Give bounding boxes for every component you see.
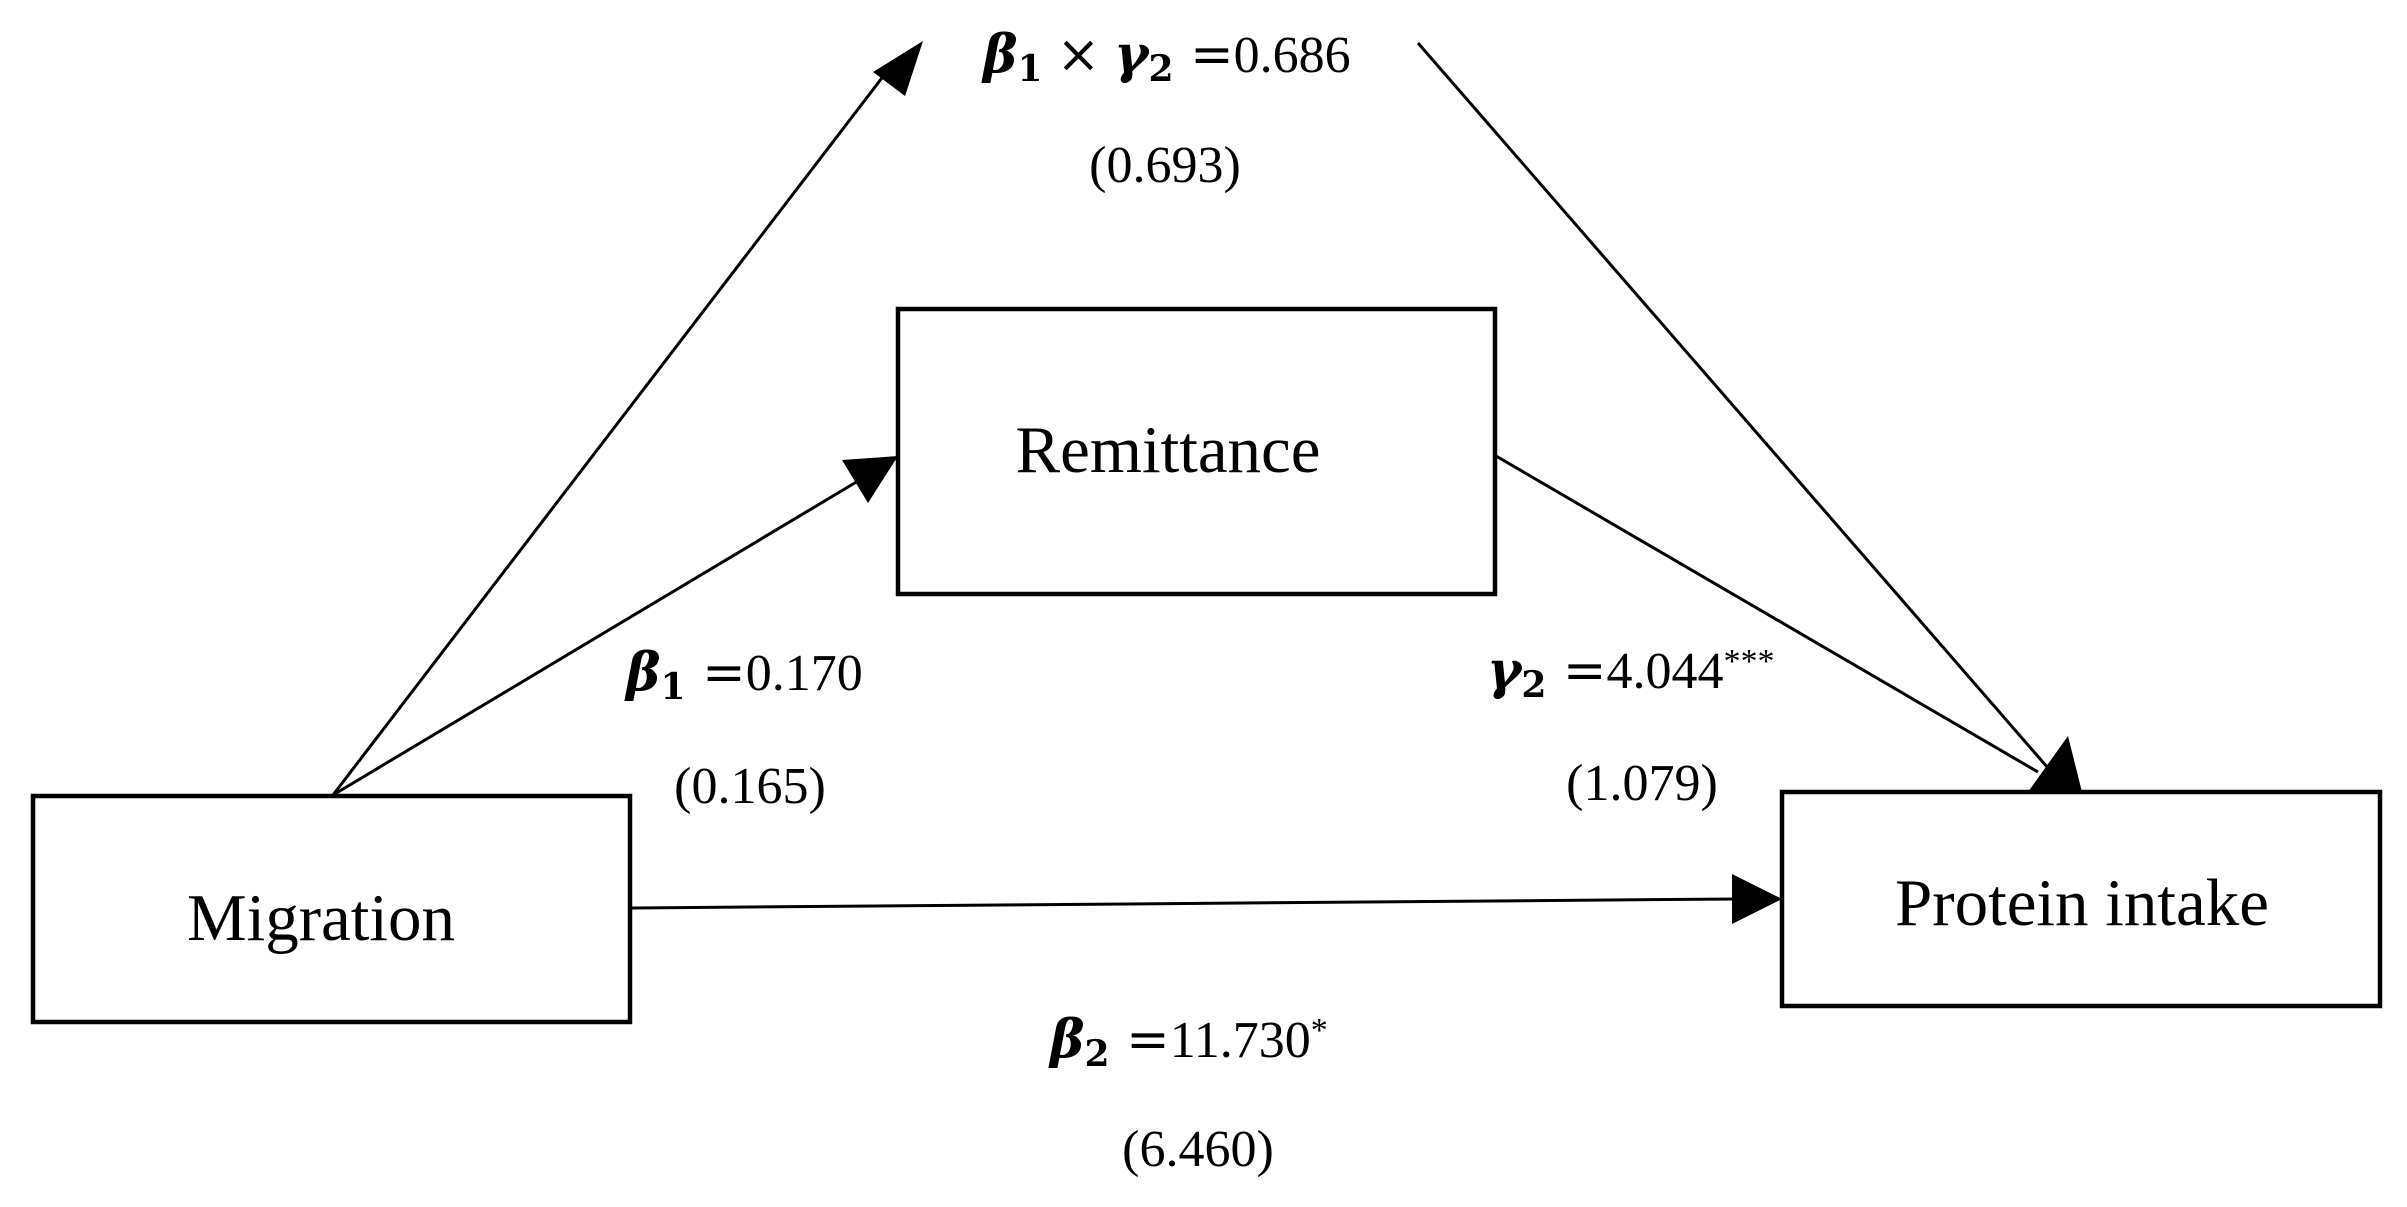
beta-symbol: β (624, 642, 661, 703)
node-migration: Migration (30, 793, 633, 1025)
edge-indirect-label-to-protein (1416, 42, 2050, 769)
gamma-symbol: γ (1114, 24, 1151, 85)
equals-sign: = (1110, 1010, 1170, 1070)
equals-sign: = (686, 643, 746, 703)
beta2-value: 11.730 (1170, 1012, 1311, 1069)
beta-subscript: 2 (1085, 1033, 1110, 1075)
edge-migration-to-remittance (332, 479, 859, 797)
edges (331, 41, 2082, 924)
equals-sign: = (1174, 25, 1234, 85)
label-beta2-se: (6.460) (1122, 1121, 1274, 1178)
node-remittance-box (895, 306, 1498, 597)
node-protein-intake-box (1779, 789, 2383, 1009)
label-migration-to-protein: β2 =11.730* (6.460) (1048, 1009, 1328, 1178)
node-migration-box (30, 793, 633, 1025)
equals-sign: = (1546, 641, 1606, 701)
beta-symbol: β (1048, 1009, 1085, 1070)
beta-subscript: 1 (661, 666, 686, 708)
node-remittance-label: Remittance (1015, 413, 1320, 487)
node-protein-intake: Protein intake (1779, 789, 2383, 1009)
label-beta1-se: (0.165) (674, 758, 826, 815)
label-indirect-effect: β1 ×γ2 =0.686 (0.693) (981, 24, 1351, 194)
node-protein-intake-label: Protein intake (1895, 866, 2269, 940)
label-gamma2-coefficient: γ2 =4.044*** (1487, 640, 1775, 706)
label-migration-to-remittance: β1 =0.170 (0.165) (624, 642, 863, 815)
label-indirect-coefficient: β1 ×γ2 =0.686 (981, 24, 1351, 90)
label-beta2-coefficient: β2 =11.730* (1048, 1009, 1328, 1075)
gamma-subscript: 2 (1521, 664, 1546, 706)
edge-migration-to-indirect-label (331, 69, 890, 796)
node-migration-label: Migration (187, 881, 455, 955)
significance-stars: *** (1724, 643, 1775, 680)
arrow-head-indirect (873, 41, 923, 96)
arrow-head-remittance (842, 456, 898, 503)
label-indirect-se: (0.693) (1089, 137, 1241, 194)
beta-subscript: 1 (1018, 48, 1043, 90)
indirect-value: 0.686 (1234, 27, 1351, 84)
node-remittance: Remittance (895, 306, 1498, 597)
arrow-head-protein-direct (1732, 874, 1782, 924)
beta1-value: 0.170 (746, 645, 863, 702)
beta-symbol: β (981, 24, 1018, 85)
gamma2-value: 4.044 (1607, 643, 1724, 700)
gamma-subscript: 2 (1149, 48, 1174, 90)
gamma-symbol: γ (1487, 640, 1524, 701)
label-remittance-to-protein: γ2 =4.044*** (1.079) (1487, 640, 1775, 812)
significance-stars: * (1311, 1012, 1328, 1049)
edge-migration-to-protein (629, 897, 1736, 910)
times-operator: × (1057, 25, 1101, 85)
arrow-head-protein-top (2028, 736, 2082, 792)
label-gamma2-se: (1.079) (1566, 755, 1718, 812)
label-beta1-coefficient: β1 =0.170 (624, 642, 863, 708)
edge-remittance-to-protein (1495, 454, 2039, 774)
